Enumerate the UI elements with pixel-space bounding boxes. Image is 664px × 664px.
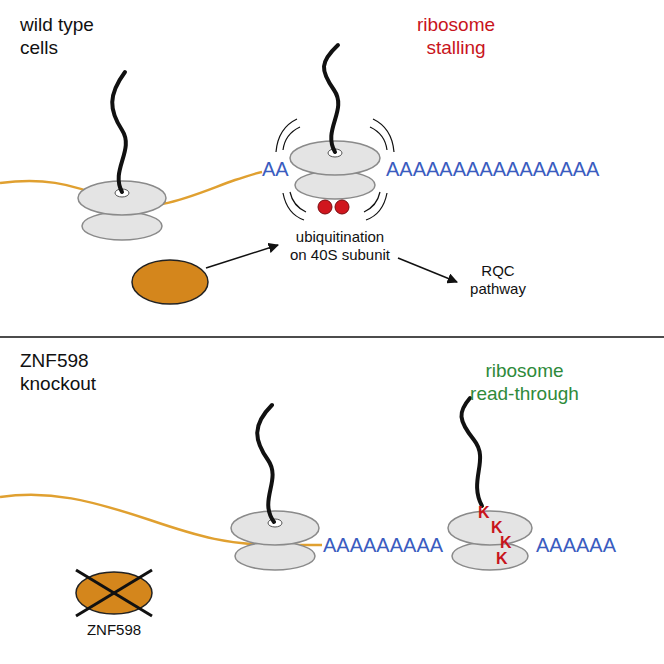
polya-tail: AAAAAAAAA (323, 533, 443, 557)
knocked-out-protein: ZNF598 (62, 568, 166, 639)
crossed-ellipse (62, 568, 166, 618)
lysine-residue: K (478, 503, 490, 522)
vibration-marks (276, 119, 394, 220)
process-label: ubiquitination on 40S subunit (287, 228, 393, 264)
pathway-label: RQC pathway (462, 262, 534, 298)
panel-divider (0, 336, 664, 338)
ribosome (78, 72, 166, 240)
polya-tail: AA (262, 157, 289, 181)
polya-tail: AAAAAA (536, 533, 616, 557)
arrow (398, 258, 457, 282)
arrow (206, 245, 278, 268)
panel-title: wild type cells (20, 14, 120, 60)
polya-tail: AAAAAAAAAAAAAAAA (386, 157, 599, 181)
lysine-residue: K (496, 549, 508, 568)
node-label: ZNF598 (62, 621, 166, 639)
read-through-ribosome (448, 398, 532, 570)
panel-title: ZNF598 knockout (20, 350, 120, 396)
ribosome (231, 405, 319, 570)
stalled-ribosome (290, 45, 380, 214)
znf598-protein (132, 260, 208, 304)
status-label: ribosome read-through (462, 360, 587, 406)
lysine-residue: K (500, 533, 512, 552)
status-label: ribosome stalling (400, 14, 512, 60)
